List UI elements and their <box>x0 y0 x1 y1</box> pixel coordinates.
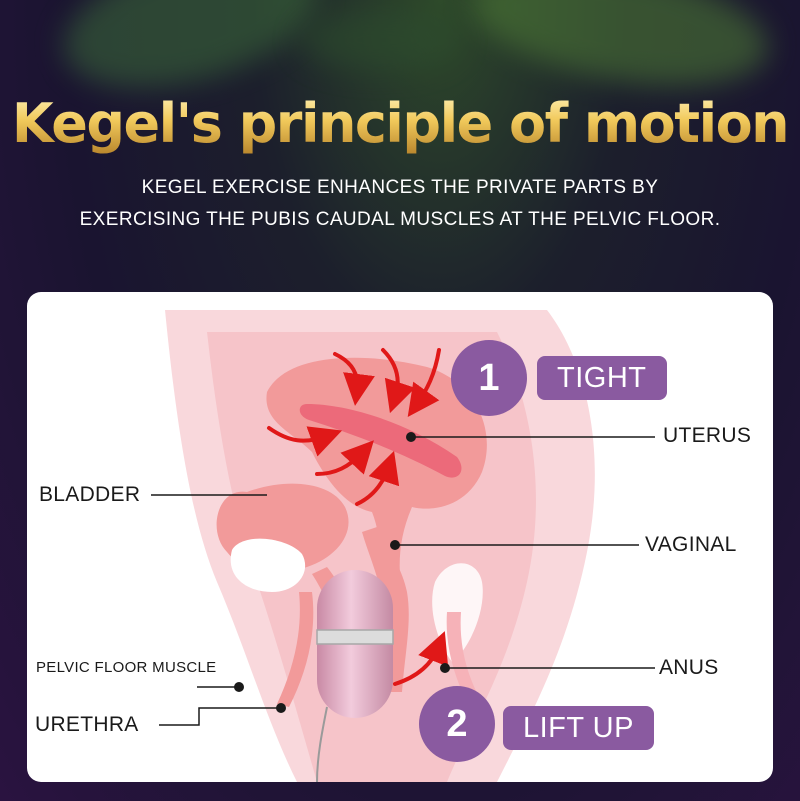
page-title: Kegel's principle of motion <box>0 92 800 155</box>
motion-arrow <box>407 348 441 418</box>
motion-arrow <box>355 450 400 506</box>
step-1-label: TIGHT <box>537 356 667 400</box>
urethra-dot <box>276 703 286 713</box>
page-subtitle: KEGEL EXERCISE ENHANCES THE PRIVATE PART… <box>0 172 800 236</box>
pelvic-anatomy-diagram <box>151 310 655 782</box>
pelvic-bone <box>230 538 306 592</box>
lift-arrow <box>393 631 449 686</box>
subtitle-line: KEGEL EXERCISE ENHANCES THE PRIVATE PART… <box>141 177 659 198</box>
pelvic-floor-muscle-label: PELVIC FLOOR MUSCLE <box>36 659 217 676</box>
step-2-number: 2 <box>419 686 495 762</box>
rectum <box>446 612 479 702</box>
urethra-label: URETHRA <box>35 713 139 736</box>
device-band <box>316 629 394 645</box>
vaginal-dot <box>390 540 400 550</box>
uterus-label: UTERUS <box>663 424 752 447</box>
motion-arrow <box>381 348 416 414</box>
device-cord <box>316 706 328 782</box>
vaginal-label: VAGINAL <box>645 533 737 556</box>
urethra-tube <box>277 592 314 707</box>
subtitle-line: EXERCISING THE PUBIS CAUDAL MUSCLES AT T… <box>79 209 721 230</box>
step-2-label: LIFT UP <box>503 706 654 750</box>
uterus-cavity <box>299 404 462 478</box>
step-1-number: 1 <box>451 340 527 416</box>
urethra-leader <box>159 707 281 726</box>
motion-arrow <box>333 352 375 406</box>
anus-dot <box>440 663 450 673</box>
motion-arrow <box>267 426 343 457</box>
anus-label: ANUS <box>659 656 719 679</box>
diagram-card: UTERUS BLADDER VAGINAL ANUS PELVIC FLOOR… <box>27 292 773 782</box>
background-leaf <box>300 10 460 70</box>
pelvic-floor-dot <box>234 682 244 692</box>
motion-arrow <box>315 440 374 476</box>
kegel-ball-device <box>316 570 394 782</box>
bladder-label: BLADDER <box>39 483 141 506</box>
uterus-dot <box>406 432 416 442</box>
background-leaf <box>462 0 778 106</box>
